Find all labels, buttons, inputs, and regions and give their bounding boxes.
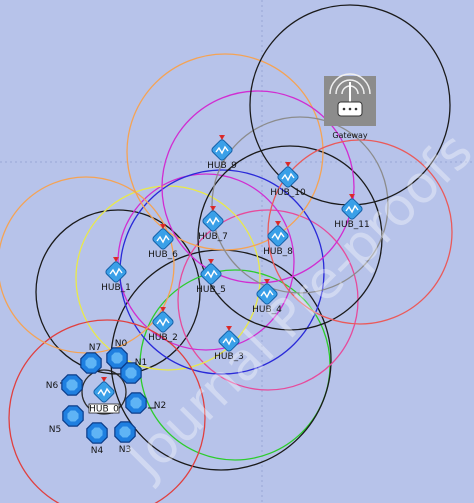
hub-7[interactable]: HUB_7 (198, 206, 228, 242)
hub-device-icon (202, 206, 224, 232)
hub-device-icon (152, 224, 174, 250)
hub-device-icon (105, 257, 127, 283)
router-antenna-icon (329, 73, 371, 117)
hub-device-icon (341, 194, 363, 220)
node-n2[interactable]: N2 (125, 392, 166, 414)
hub-device-icon (277, 162, 299, 188)
hub-6[interactable]: HUB_6 (148, 224, 178, 260)
hub-device-icon (93, 377, 115, 403)
hub-5[interactable]: HUB_5 (196, 259, 226, 295)
hub-9-label: HUB_9 (207, 161, 237, 171)
node-n4[interactable]: N4 (86, 422, 108, 456)
hub-device-icon (152, 307, 174, 333)
node-n5[interactable]: N5 (49, 405, 84, 435)
range-hub9-outer (211, 116, 389, 294)
hub-device-icon (218, 326, 240, 352)
hub-4-label: HUB_4 (252, 305, 282, 315)
node-n1[interactable]: N1 (120, 358, 147, 384)
hub-1[interactable]: HUB_1 (101, 257, 131, 293)
hub-11[interactable]: HUB_11 (334, 194, 370, 230)
node-n7[interactable]: N7 (80, 343, 102, 374)
hub-0-range-circle (81, 369, 127, 415)
n0-label: N0 (115, 339, 128, 349)
hub-device-icon (200, 259, 222, 285)
hub-1-range-circle (35, 209, 201, 375)
n1-label: N1 (135, 358, 147, 368)
hub-10[interactable]: HUB_10 (270, 162, 306, 198)
range-n-cluster (8, 319, 206, 503)
hub-device-icon (267, 221, 289, 247)
hub-5-range-circle (117, 173, 295, 351)
hub-3[interactable]: HUB_3 (214, 326, 244, 362)
hub-2-label: HUB_2 (148, 333, 178, 343)
hub-3-label: HUB_3 (214, 352, 244, 362)
n6-label: N6 (46, 381, 59, 391)
hub-0-label: HUB_0 (89, 405, 119, 415)
hub-10-label: HUB_10 (270, 188, 306, 198)
hub-5-label: HUB_5 (196, 285, 226, 295)
node-n6[interactable]: N6 (46, 374, 83, 396)
hub-device-icon (256, 279, 278, 305)
hub-8-label: HUB_8 (263, 247, 293, 257)
n7-label: N7 (89, 343, 101, 353)
node-n3[interactable]: N3 (114, 421, 136, 455)
hub-1-label: HUB_1 (101, 283, 131, 293)
hub-9[interactable]: HUB_9 (207, 135, 237, 171)
hub-8[interactable]: HUB_8 (263, 221, 293, 257)
hub-7-label: HUB_7 (198, 232, 228, 242)
n3-label: N3 (119, 445, 131, 455)
node-n0[interactable]: N0 (106, 339, 128, 369)
hub-6-label: HUB_6 (148, 250, 178, 260)
hub-4[interactable]: HUB_4 (252, 279, 282, 315)
n4-label: N4 (91, 446, 104, 456)
n5-label: N5 (49, 425, 61, 435)
hub-device-icon (211, 135, 233, 161)
gateway-layer: Gateway (324, 73, 376, 140)
gateway-device[interactable]: Gateway (324, 73, 376, 140)
hub-11-label: HUB_11 (334, 220, 369, 230)
hub-0[interactable]: HUB_0 (88, 377, 120, 415)
hub-2[interactable]: HUB_2 (148, 307, 178, 343)
gateway-label: Gateway (332, 131, 368, 140)
n2-label: N2 (154, 401, 166, 411)
